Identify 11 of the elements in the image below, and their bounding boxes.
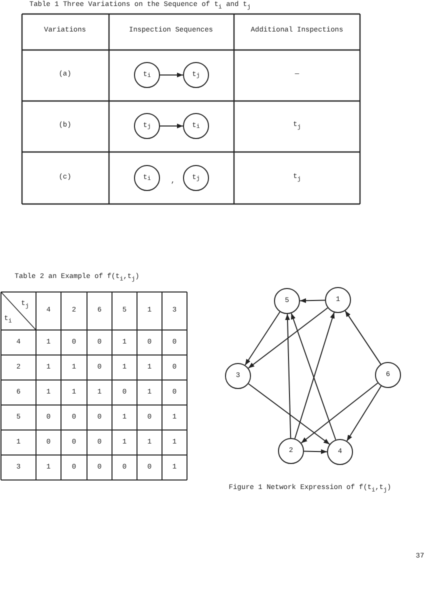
arrow xyxy=(300,382,378,444)
arrow xyxy=(248,307,328,369)
arrow xyxy=(300,298,326,304)
arrow xyxy=(285,314,292,438)
arrow xyxy=(346,386,382,442)
arrow xyxy=(160,124,184,128)
arrow xyxy=(248,383,330,445)
arrow xyxy=(304,449,328,454)
arrow xyxy=(344,310,382,365)
arrow xyxy=(160,72,184,78)
arrow xyxy=(244,311,280,366)
